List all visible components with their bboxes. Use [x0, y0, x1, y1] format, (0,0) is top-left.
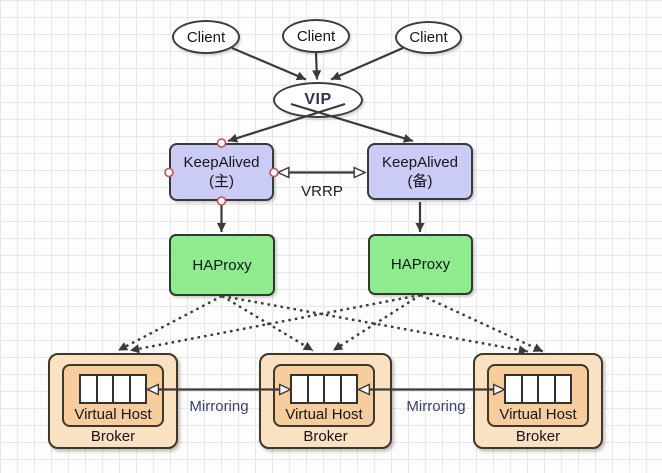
queue-cell — [131, 376, 146, 402]
queue-cell — [114, 376, 131, 402]
virtual-host-box[interactable]: Virtual Host — [62, 364, 164, 427]
connector-haproxyR-broker1 — [129, 293, 421, 354]
queue-cell — [81, 376, 98, 402]
queue-icon — [504, 374, 572, 404]
keepalived-title: KeepAlived — [183, 154, 260, 171]
virtual-host-box[interactable]: Virtual Host — [273, 364, 375, 427]
virtual-host-label: Virtual Host — [499, 406, 577, 423]
haproxy-label: HAProxy — [390, 256, 451, 273]
haproxy-right-node[interactable]: HAProxy — [368, 234, 473, 295]
broker-label: Broker — [515, 428, 561, 445]
vip-node[interactable]: VIP — [273, 82, 363, 118]
connector-haproxyR-broker3 — [419, 293, 544, 353]
client-label: Client — [186, 28, 226, 46]
queue-cell — [292, 376, 309, 402]
mirroring-label-right: Mirroring — [406, 398, 466, 415]
keepalived-title: KeepAlived — [382, 153, 458, 171]
queue-cell — [342, 376, 357, 402]
queue-cell — [539, 376, 556, 402]
client-node-1[interactable]: Client — [172, 20, 240, 54]
keepalived-subtitle: (备) — [407, 172, 433, 190]
queue-cell — [98, 376, 114, 402]
mirroring-label-left: Mirroring — [189, 398, 249, 415]
virtual-host-label: Virtual Host — [285, 406, 363, 423]
queue-cell — [325, 376, 342, 402]
virtual-host-label: Virtual Host — [74, 406, 152, 423]
connector-client1-vip — [231, 46, 307, 81]
queue-cell — [309, 376, 325, 402]
client-label: Client — [296, 27, 336, 45]
broker-node-1[interactable]: Virtual Host Broker — [48, 353, 178, 449]
queue-cell — [506, 376, 523, 402]
client-label: Client — [409, 29, 448, 46]
haproxy-left-node[interactable]: HAProxy — [169, 234, 275, 296]
virtual-host-box[interactable]: Virtual Host — [487, 364, 589, 427]
broker-node-3[interactable]: Virtual Host Broker — [473, 353, 603, 449]
keepalived-backup-node[interactable]: KeepAlived (备) — [367, 143, 473, 200]
connector-haproxyL-broker1 — [117, 294, 223, 352]
broker-label: Broker — [303, 428, 348, 445]
connector-haproxyR-broker2 — [332, 293, 422, 352]
keepalived-primary-node[interactable]: KeepAlived (主) — [169, 143, 274, 201]
queue-icon — [290, 374, 358, 404]
client-node-3[interactable]: Client — [395, 21, 462, 54]
haproxy-label: HAProxy — [192, 256, 252, 274]
keepalived-subtitle: (主) — [209, 173, 234, 190]
connector-haproxyL-broker2 — [221, 294, 314, 352]
queue-cell — [523, 376, 539, 402]
connector-haproxyL-broker3 — [221, 294, 529, 355]
connector-client3-vip — [330, 46, 404, 81]
broker-node-2[interactable]: Virtual Host Broker — [259, 353, 392, 449]
queue-icon — [79, 374, 147, 404]
queue-cell — [556, 376, 571, 402]
client-node-2[interactable]: Client — [282, 19, 350, 53]
broker-label: Broker — [90, 428, 136, 445]
vrrp-label: VRRP — [301, 183, 343, 200]
vip-label: VIP — [304, 91, 332, 108]
connector-client2-vip — [312, 52, 322, 80]
